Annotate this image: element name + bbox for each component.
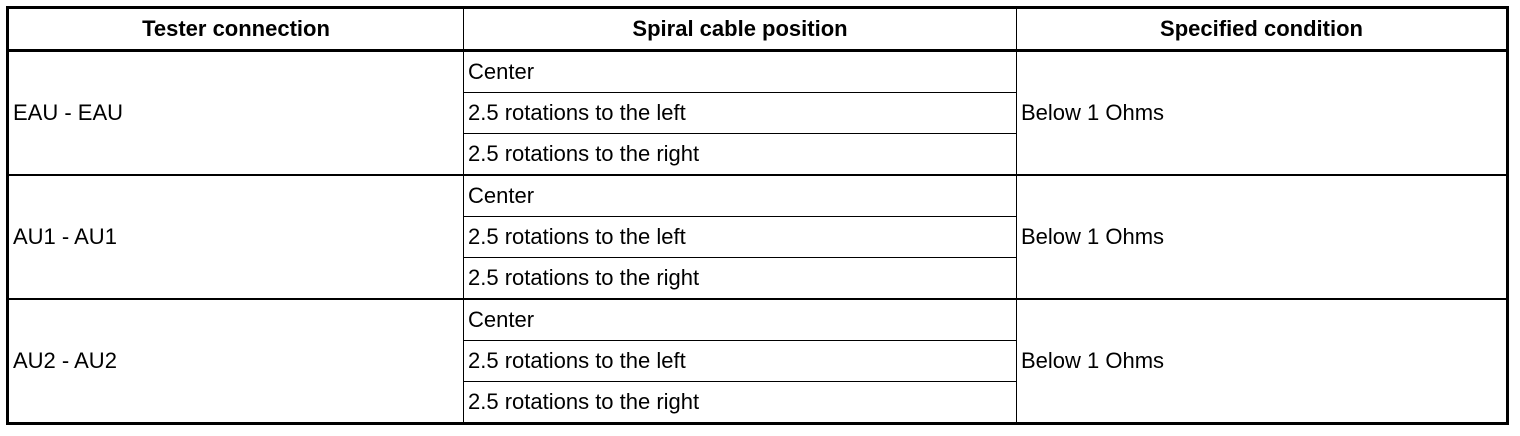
header-specified-condition: Specified condition	[1016, 7, 1508, 52]
specified-condition-cell: Below 1 Ohms	[1016, 49, 1508, 176]
table-row: 2.5 rotations to the left	[8, 92, 1508, 134]
specified-condition-cell: Below 1 Ohms	[1016, 298, 1508, 424]
spiral-position-cell: Center	[463, 49, 1017, 93]
tester-connection-cell: AU2 - AU2	[7, 298, 464, 424]
header-row: Tester connection Spiral cable position …	[7, 7, 1508, 52]
specified-condition-cell: Below 1 Ohms	[1016, 174, 1508, 300]
tester-connection-cell: EAU - EAU	[7, 49, 464, 176]
table-row: 2.5 rotations to the right	[8, 257, 1508, 300]
spiral-position-cell: 2.5 rotations to the left	[463, 92, 1017, 134]
spiral-position-cell: Center	[463, 298, 1017, 341]
spiral-position-cell: 2.5 rotations to the left	[463, 340, 1017, 382]
spiral-cable-inspection-table: Tester connection Spiral cable position …	[6, 6, 1509, 425]
table-row: 2.5 rotations to the right	[8, 133, 1508, 176]
header-tester-connection: Tester connection	[7, 7, 464, 52]
table-row: AU2 - AU2 Center Below 1 Ohms	[7, 298, 1508, 424]
spiral-position-cell: 2.5 rotations to the left	[463, 216, 1017, 258]
table-row: 2.5 rotations to the left	[8, 216, 1508, 258]
spiral-position-cell: 2.5 rotations to the right	[463, 257, 1017, 300]
tester-connection-cell: AU1 - AU1	[7, 174, 464, 300]
table-row: EAU - EAU Center Below 1 Ohms	[7, 49, 1508, 176]
header-spiral-cable-position: Spiral cable position	[463, 7, 1017, 52]
table-row: 2.5 rotations to the right	[8, 381, 1508, 424]
spiral-position-cell: Center	[463, 174, 1017, 217]
spiral-position-cell: 2.5 rotations to the right	[463, 381, 1017, 424]
table-row: AU1 - AU1 Center Below 1 Ohms	[7, 174, 1508, 300]
spiral-position-cell: 2.5 rotations to the right	[463, 133, 1017, 176]
table-row: 2.5 rotations to the left	[8, 340, 1508, 382]
